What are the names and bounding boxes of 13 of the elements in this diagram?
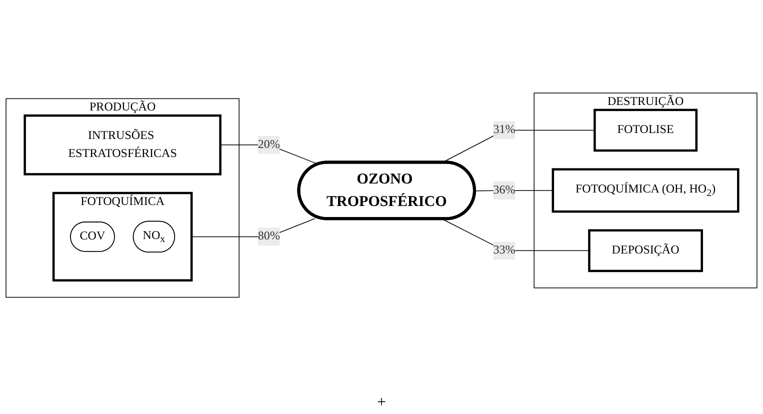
connector bbox=[191, 218, 316, 237]
node-box: INTRUSÕES ESTRATOSFÉRICAS bbox=[24, 114, 222, 176]
plus-sign: + bbox=[376, 394, 386, 411]
edge-label: 80% bbox=[258, 230, 280, 243]
node-box: FOTOQUÍMICA (OH, HO$_{2}$) bbox=[552, 168, 740, 213]
edge-label: 20% bbox=[258, 138, 280, 151]
edge-label: 36% bbox=[493, 184, 516, 196]
node-box: DEPOSIÇÃO bbox=[588, 229, 703, 272]
edge-label: 33% bbox=[493, 244, 516, 257]
connector bbox=[442, 218, 590, 251]
edge-label: 31% bbox=[493, 123, 516, 136]
connector bbox=[474, 190, 554, 192]
node-box: FOTOLISE bbox=[594, 108, 698, 152]
